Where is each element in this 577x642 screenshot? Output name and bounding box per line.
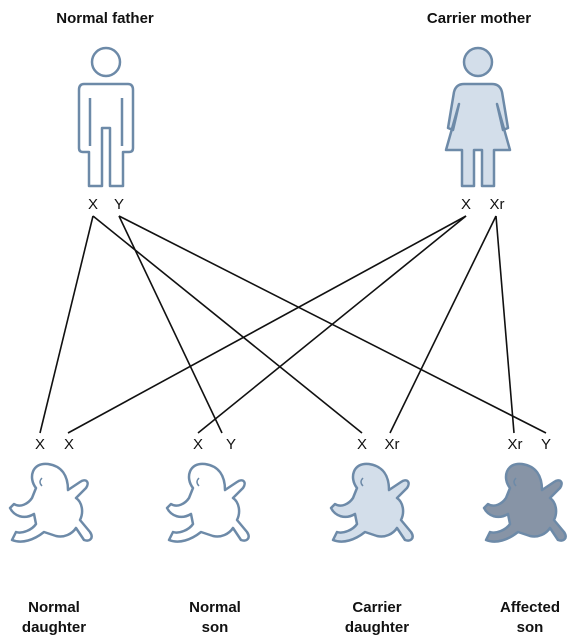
father-chromosome-x: X — [87, 196, 99, 213]
child3-label-line2: daughter — [344, 619, 410, 636]
line-father-x-to-child3 — [92, 215, 363, 434]
child1-chromosome-b: X — [63, 436, 75, 453]
mother-title: Carrier mother — [426, 10, 532, 27]
baby-icon — [8, 462, 93, 543]
child1-label-line2: daughter — [21, 619, 87, 636]
child3-chromosome-a: X — [356, 436, 368, 453]
child3-label: Carrier daughter — [322, 598, 432, 638]
line-mother-xr-to-child4 — [495, 215, 515, 434]
child2-label-line1: Normal — [189, 599, 241, 616]
child4-label-line1: Affected — [499, 599, 560, 616]
line-mother-xr-to-child3 — [389, 215, 497, 434]
woman-icon — [444, 46, 512, 188]
child3-chromosome-b: Xr — [384, 436, 400, 453]
mother-chromosome-xr: Xr — [489, 196, 505, 213]
baby-icon — [482, 462, 567, 543]
child4-chromosome-b: Y — [540, 436, 552, 453]
father-title: Normal father — [56, 10, 154, 27]
line-father-x-to-child1 — [39, 215, 94, 434]
child2-label-line2: son — [201, 619, 229, 636]
father-chromosome-y: Y — [113, 196, 125, 213]
child1-label-line1: Normal — [28, 599, 80, 616]
baby-icon — [165, 462, 250, 543]
child1-label: Normal daughter — [0, 598, 109, 638]
child2-chromosome-b: Y — [225, 436, 237, 453]
line-mother-x-to-child1 — [67, 215, 467, 434]
line-mother-x-to-child2 — [197, 215, 467, 434]
mother-chromosome-x: X — [460, 196, 472, 213]
man-icon — [77, 46, 135, 188]
child4-label-line2: son — [516, 619, 544, 636]
line-father-y-to-child2 — [118, 215, 223, 434]
child4-label: Affected son — [475, 598, 577, 638]
child4-chromosome-a: Xr — [507, 436, 523, 453]
inheritance-lines — [39, 215, 547, 434]
child3-label-line1: Carrier — [352, 599, 402, 616]
child2-chromosome-a: X — [192, 436, 204, 453]
child1-chromosome-a: X — [34, 436, 46, 453]
baby-icon — [329, 462, 414, 543]
child2-label: Normal son — [160, 598, 270, 638]
